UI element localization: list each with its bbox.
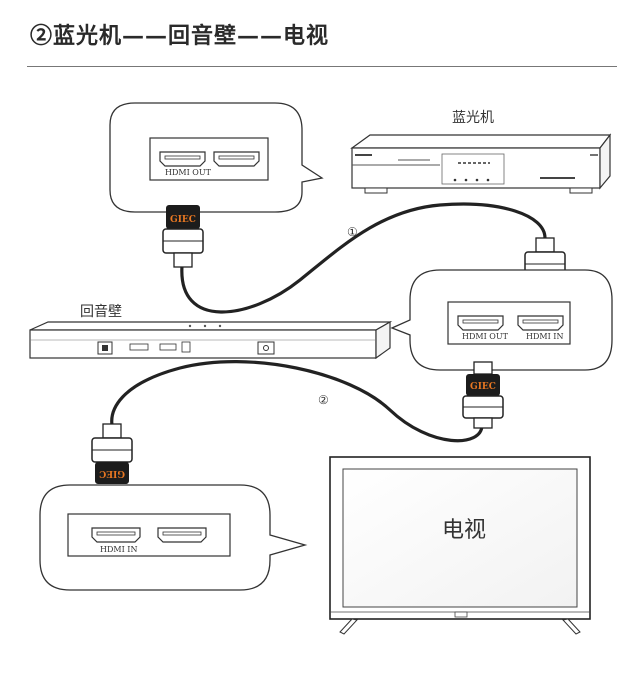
hdmi-port-icon (157, 527, 207, 543)
port-label-hdmi-out: HDMI OUT (165, 168, 212, 177)
tv-label: 电视 (442, 518, 486, 543)
television: 电视 (329, 456, 591, 635)
hdmi-port-panel (67, 513, 231, 557)
cable-1-line (180, 202, 547, 314)
page-title: ②蓝光机——回音壁——电视 (30, 23, 330, 49)
bluray-label: 蓝光机 (452, 110, 494, 126)
cable-2-line (110, 360, 484, 443)
callout-soundbar-ports: HDMI OUT HDMI IN (390, 269, 613, 371)
hdmi-connector-2a: GIEC (462, 361, 504, 429)
hdmi-port-icon (457, 315, 504, 331)
hdmi-connector-2b: GIEC (91, 423, 133, 484)
port-label-hdmi-in: HDMI IN (526, 332, 563, 341)
hdmi-connector-1a: GIEC (162, 205, 204, 268)
soundbar (29, 320, 393, 360)
hdmi-port-icon (159, 151, 206, 167)
hdmi-port-icon (517, 315, 564, 331)
callout-tv-ports: HDMI IN (39, 484, 308, 591)
hdmi-port-icon (213, 151, 260, 167)
port-label-hdmi-out: HDMI OUT (462, 332, 509, 341)
hdmi-port-icon (91, 527, 141, 543)
callout-bluray-ports: HDMI OUT (109, 102, 324, 213)
soundbar-label: 回音壁 (80, 303, 122, 320)
cable-1-label: ① (347, 225, 358, 239)
cable-2-label: ② (318, 393, 329, 407)
port-label-hdmi-in: HDMI IN (100, 545, 137, 554)
connector-brand-logo: GIEC (470, 382, 496, 392)
connector-brand-logo: GIEC (170, 215, 196, 225)
title-divider (27, 66, 617, 67)
bluray-player (350, 133, 612, 194)
connector-brand-logo: GIEC (99, 468, 125, 478)
